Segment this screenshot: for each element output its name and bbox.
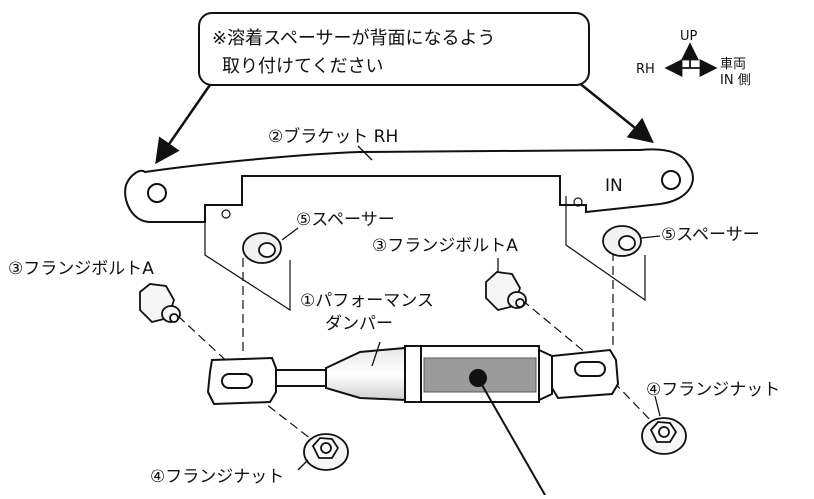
nut-left-leader bbox=[297, 459, 309, 471]
performance-damper bbox=[206, 345, 620, 406]
spacer-left-leader bbox=[281, 227, 299, 241]
spacer-right bbox=[602, 225, 642, 257]
direction-up-label: UP bbox=[680, 29, 698, 44]
nut-left-label: ④フランジナット bbox=[150, 467, 285, 487]
bolt-right bbox=[485, 271, 527, 311]
spacer-left-label: ⑤スペーサー bbox=[296, 210, 395, 230]
direction-vehicle-label: 車両 bbox=[720, 57, 747, 72]
damper-label-line-1: ①パフォーマンス bbox=[300, 291, 434, 311]
direction-indicator bbox=[664, 42, 718, 77]
nut-right-leader bbox=[654, 395, 661, 417]
callout-arrows bbox=[155, 81, 654, 165]
bolt-left bbox=[139, 283, 181, 323]
spacer-right-leader bbox=[640, 235, 661, 239]
spacer-left bbox=[242, 232, 282, 264]
spacer-right-label: ⑤スペーサー bbox=[661, 225, 760, 245]
note-line-2: 取り付けてください bbox=[222, 56, 384, 77]
installation-note: ※溶着スペーサーが背面になるよう 取り付けてください bbox=[198, 12, 590, 86]
in-mark-label: IN bbox=[605, 176, 623, 196]
bolt-left-label: ③フランジボルトA bbox=[8, 259, 154, 279]
bracket-rh bbox=[124, 148, 694, 223]
damper-leader bbox=[371, 341, 381, 367]
weld-plates bbox=[204, 196, 646, 312]
direction-in-side-label: IN 側 bbox=[720, 73, 751, 88]
bracket-leader bbox=[357, 145, 373, 161]
nut-left bbox=[303, 433, 349, 471]
direction-rh-label: RH bbox=[636, 62, 655, 77]
note-line-1: ※溶着スペーサーが背面になるよう bbox=[212, 28, 496, 49]
bracket-label: ②ブラケット RH bbox=[268, 127, 399, 147]
bolt-right-label: ③フランジボルトA bbox=[372, 236, 518, 256]
damper-pointer-line bbox=[477, 377, 546, 496]
nut-right-label: ④フランジナット bbox=[646, 380, 781, 400]
damper-label-line-2: ダンパー bbox=[325, 314, 393, 334]
nut-right bbox=[641, 417, 687, 455]
